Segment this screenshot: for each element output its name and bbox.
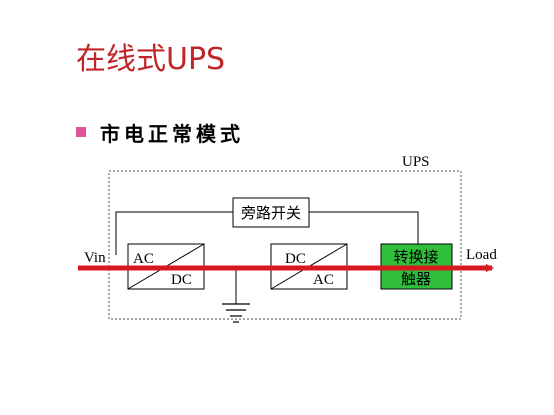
inverter-dc-label: DC <box>285 251 306 267</box>
inverter-ac-label: AC <box>313 272 334 288</box>
rectifier-ac-label: AC <box>133 251 154 267</box>
contactor-label-line2: 触器 <box>401 270 431 288</box>
vin-label: Vin <box>84 250 106 266</box>
ups-label: UPS <box>402 154 430 170</box>
slide-title: 在线式UPS <box>76 42 226 77</box>
bypass-line <box>115 211 233 255</box>
bypass-switch-box <box>232 197 310 228</box>
ground-icon <box>222 303 250 323</box>
bullet-marker <box>76 127 86 137</box>
bypass-switch-label: 旁路开关 <box>241 204 301 222</box>
bypass-line-right <box>309 211 419 244</box>
rectifier-dc-label: DC <box>171 272 192 288</box>
slide-subtitle: 市电正常模式 <box>100 122 244 146</box>
ups-enclosure <box>108 170 462 320</box>
load-label: Load <box>466 247 497 263</box>
contactor-label-line1: 转换接 <box>393 248 438 266</box>
